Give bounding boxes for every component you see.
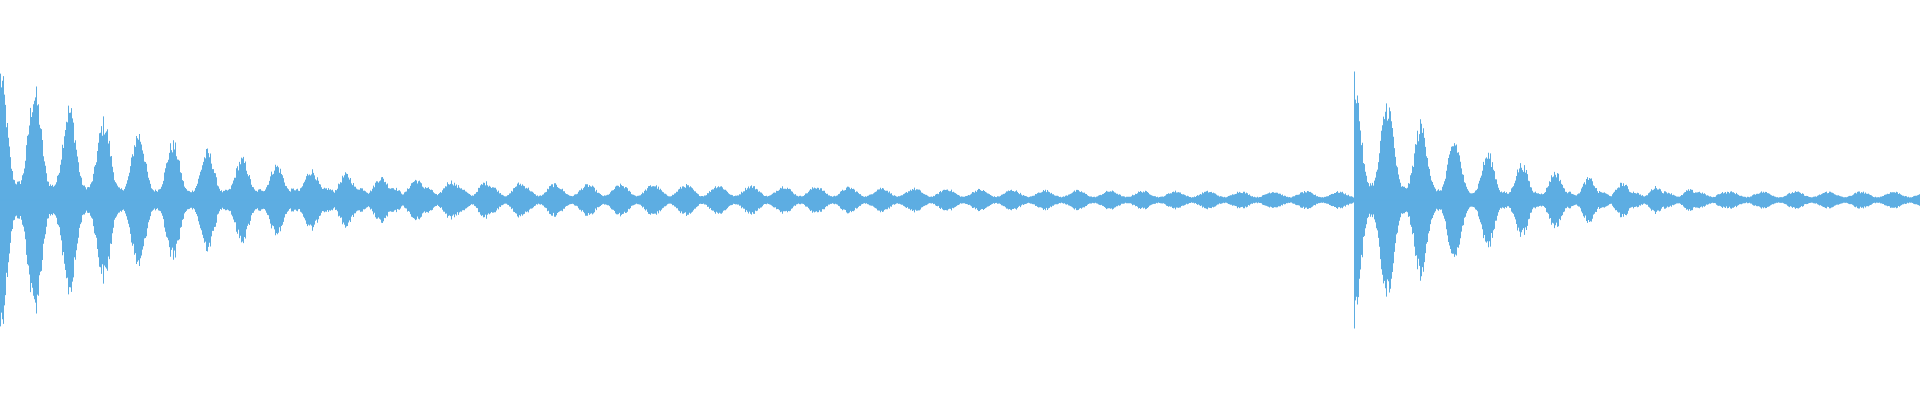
waveform-trace bbox=[0, 71, 1920, 329]
